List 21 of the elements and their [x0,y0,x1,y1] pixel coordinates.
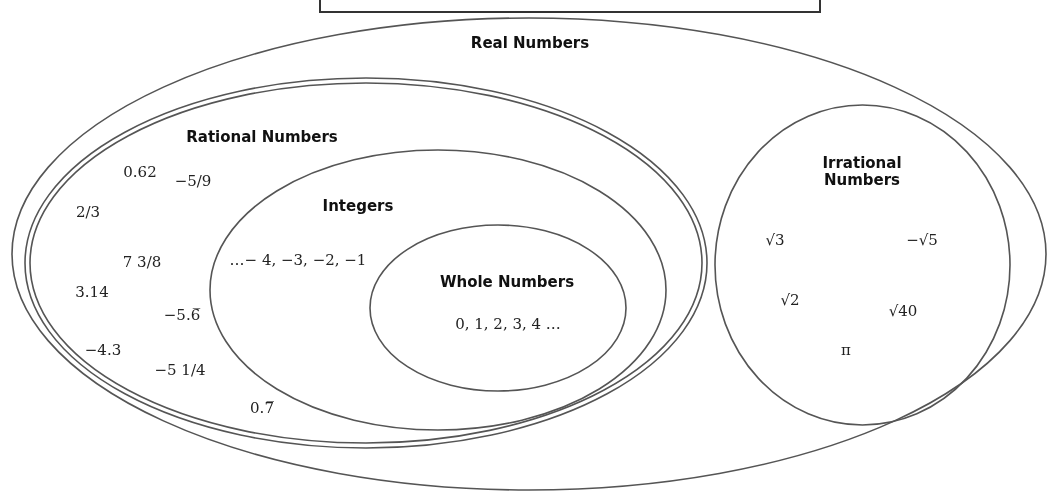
set-title: Integers [322,197,394,215]
set-member-number: √2 [780,291,800,309]
set-member-number: −5/9 [174,172,212,190]
set-member-number: 0.7̅ [250,399,274,417]
set-member-number: 0, 1, 2, 3, 4 … [455,315,561,333]
set-title: Whole Numbers [439,273,575,291]
set-member-number: π [841,341,851,359]
set-title: Irrational Numbers [821,154,903,190]
set-member-number: −5.6̅ [163,306,201,324]
set-member-number: √40 [888,302,918,320]
set-title: Real Numbers [470,34,590,52]
set-title: Rational Numbers [186,128,338,146]
set-member-number: 0.62 [123,163,157,181]
set-member-number: 7 3/8 [122,253,162,271]
set-member-number: 3.14 [75,283,109,301]
set-member-number: −√5 [906,231,938,249]
set-member-number: −4.3 [84,341,122,359]
set-member-number: √3 [765,231,785,249]
set-member-number: 2/3 [75,203,101,221]
set-member-number: −5 1/4 [154,361,206,379]
set-member-number: …− 4, −3, −2, −1 [229,251,367,269]
